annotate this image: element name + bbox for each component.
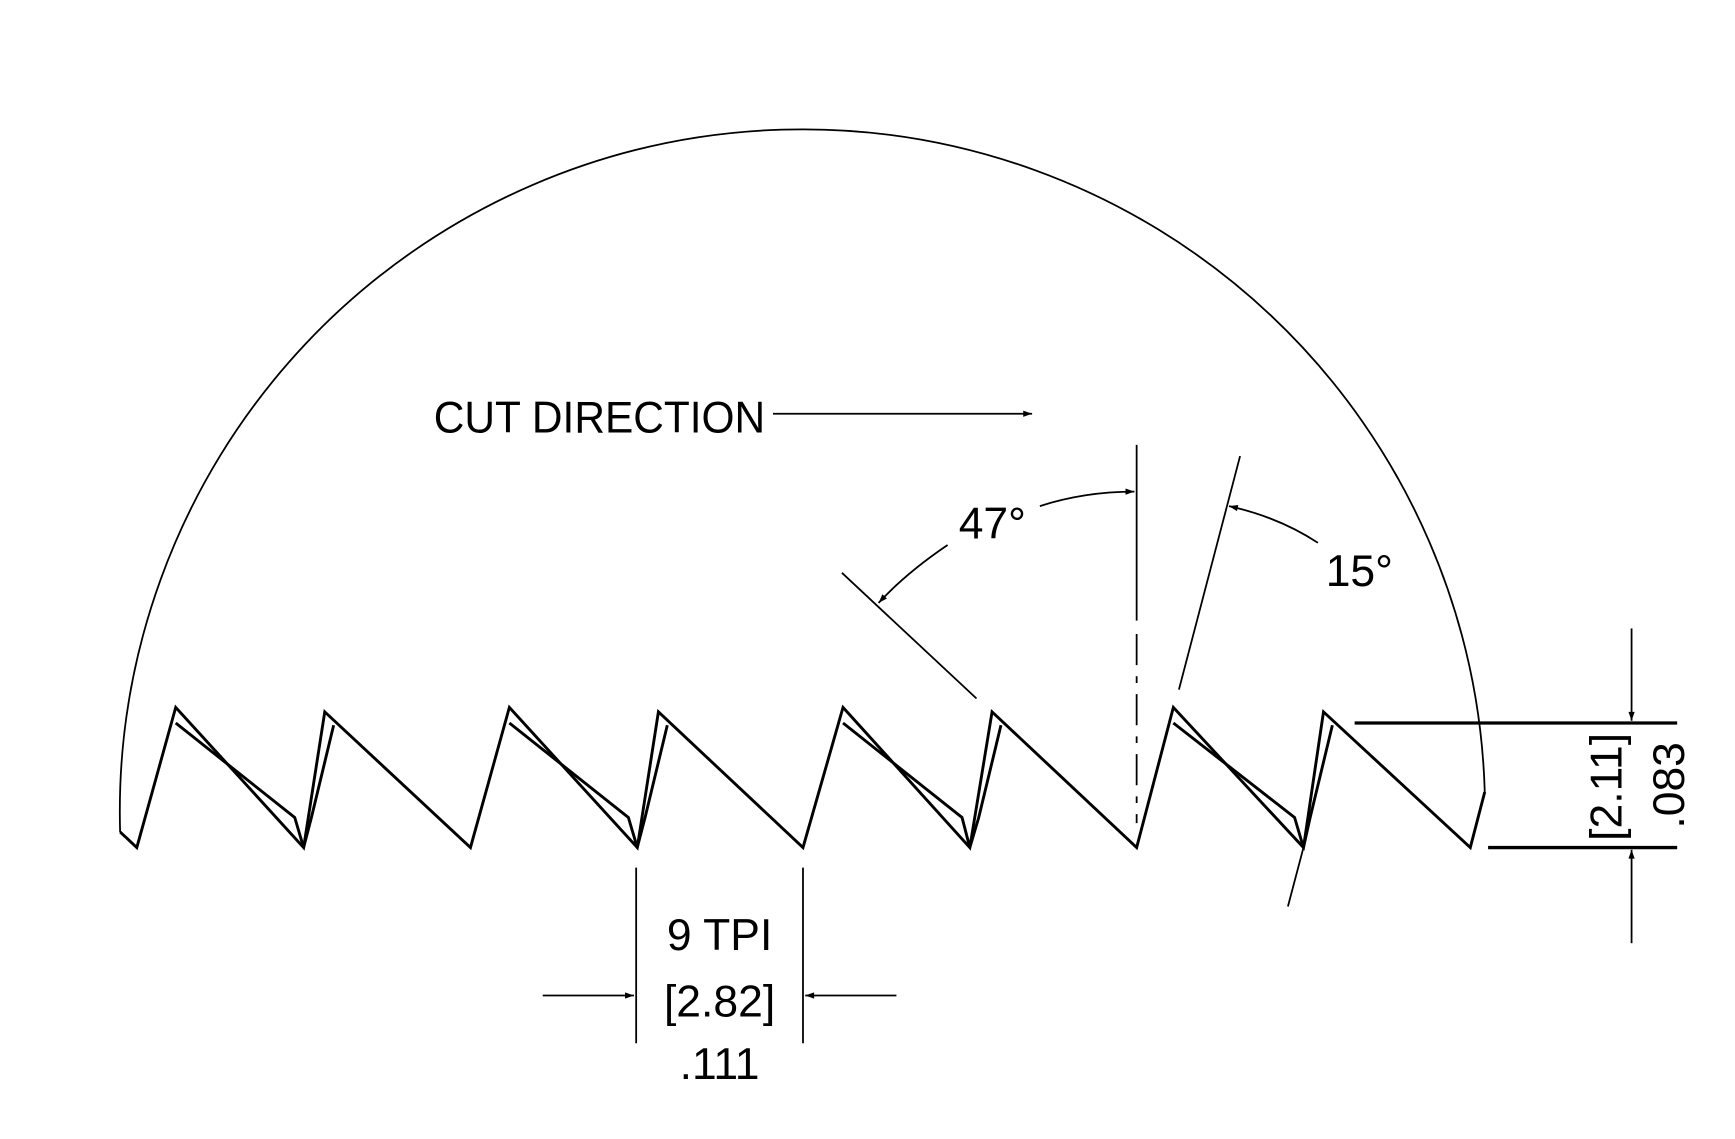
- angle-15-arrow: [1228, 504, 1319, 544]
- pitch-mm: [2.82]: [664, 978, 775, 1027]
- tooth-set-bevels: [174, 721, 1334, 848]
- clearance-extension-line-lower: [1287, 847, 1305, 907]
- pitch-in: .111: [680, 1040, 760, 1089]
- angle-47-label: 47°: [959, 499, 1026, 548]
- angle-15-label: 15°: [1326, 547, 1393, 596]
- teeth-profile: [119, 704, 1487, 851]
- rake-face-extension-line: [841, 572, 978, 700]
- blade-outline-arc: [118, 128, 1486, 832]
- tooth-height-mm: [2.11]: [1583, 733, 1632, 841]
- pitch-tpi: 9 TPI: [667, 911, 772, 960]
- angle-47-arrow-right: [1039, 488, 1135, 507]
- clearance-extension-line: [1178, 455, 1241, 690]
- angle-47-arrow-left: [877, 544, 949, 604]
- cut-direction-label: CUT DIRECTION: [434, 394, 765, 443]
- tooth-height-in: .083: [1645, 742, 1694, 829]
